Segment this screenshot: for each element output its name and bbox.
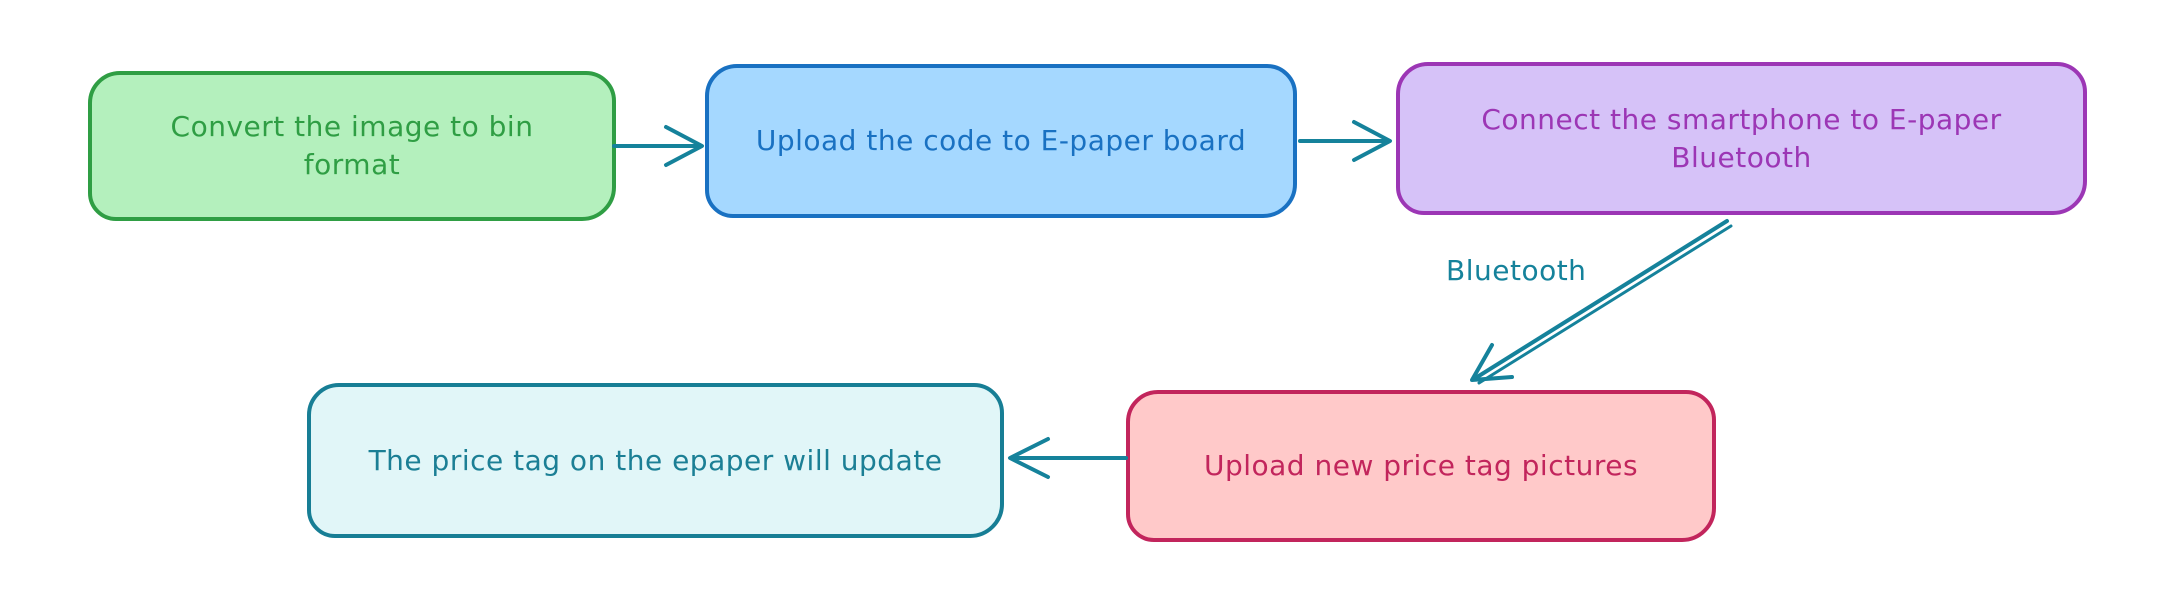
node-label: Connect the smartphone to E-paper Blueto…	[1481, 102, 2002, 174]
node-upload-price-tag-pictures[interactable]: Upload new price tag pictures	[1126, 390, 1716, 542]
node-label: The price tag on the epaper will update	[368, 443, 943, 477]
node-convert-image-to-bin[interactable]: Convert the image to bin format	[88, 71, 616, 221]
node-connect-smartphone-bluetooth[interactable]: Connect the smartphone to E-paper Blueto…	[1396, 62, 2087, 215]
node-label: Upload the code to E-paper board	[755, 124, 1247, 158]
arrow-convert-to-upload-code[interactable]	[612, 125, 704, 167]
node-price-tag-will-update[interactable]: The price tag on the epaper will update	[307, 383, 1004, 538]
arrow-upload-pictures-to-price-update[interactable]	[1008, 437, 1128, 479]
arrow-connect-to-upload-pictures[interactable]	[1470, 219, 1733, 385]
arrow-upload-code-to-connect[interactable]	[1298, 120, 1392, 162]
edge-label-bluetooth[interactable]: Bluetooth	[1446, 254, 1587, 287]
node-label: Convert the image to bin format	[170, 110, 534, 181]
node-upload-code-to-board[interactable]: Upload the code to E-paper board	[705, 64, 1297, 218]
node-label: Upload new price tag pictures	[1203, 449, 1639, 483]
